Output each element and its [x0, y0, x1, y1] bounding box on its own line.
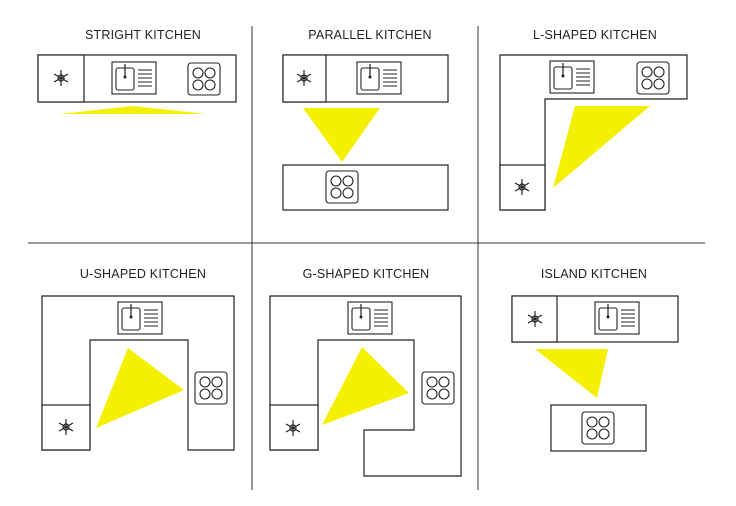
work-triangle: [535, 349, 608, 398]
stove-icon: [325, 170, 359, 204]
work-triangle: [303, 108, 380, 162]
title-parallel-kitchen: PARALLEL KITCHEN: [308, 28, 431, 42]
panel-parallel-kitchen: PARALLEL KITCHEN: [282, 28, 449, 211]
panel-l-shaped-kitchen: L-SHAPED KITCHEN: [499, 28, 688, 211]
work-triangle: [322, 347, 409, 425]
stove-icon: [636, 61, 670, 95]
title-g-shaped-kitchen: G-SHAPED KITCHEN: [303, 267, 430, 281]
sink-icon: [347, 301, 393, 335]
work-triangle: [553, 106, 650, 188]
stove-icon: [421, 371, 455, 405]
sink-icon: [117, 301, 163, 335]
stove-icon: [581, 411, 615, 445]
stove-icon: [194, 371, 228, 405]
title-u-shaped-kitchen: U-SHAPED KITCHEN: [80, 267, 206, 281]
counter-run-bottom: [282, 164, 449, 211]
title-island-kitchen: ISLAND KITCHEN: [541, 267, 647, 281]
sink-icon: [549, 60, 595, 94]
title-straight-kitchen: STRIGHT KITCHEN: [85, 28, 201, 42]
work-triangle: [60, 106, 206, 114]
sink-icon: [111, 61, 157, 95]
work-triangle: [96, 348, 184, 428]
stove-icon: [187, 62, 221, 96]
panel-island-kitchen: ISLAND KITCHEN: [511, 267, 679, 452]
panel-straight-kitchen: STRIGHT KITCHEN: [37, 28, 237, 114]
grid-dividers: [28, 26, 705, 490]
title-l-shaped-kitchen: L-SHAPED KITCHEN: [533, 28, 657, 42]
sink-icon: [594, 301, 640, 335]
panel-g-shaped-kitchen: G-SHAPED KITCHEN: [269, 267, 462, 477]
sink-icon: [356, 61, 402, 95]
panel-u-shaped-kitchen: U-SHAPED KITCHEN: [41, 267, 235, 451]
